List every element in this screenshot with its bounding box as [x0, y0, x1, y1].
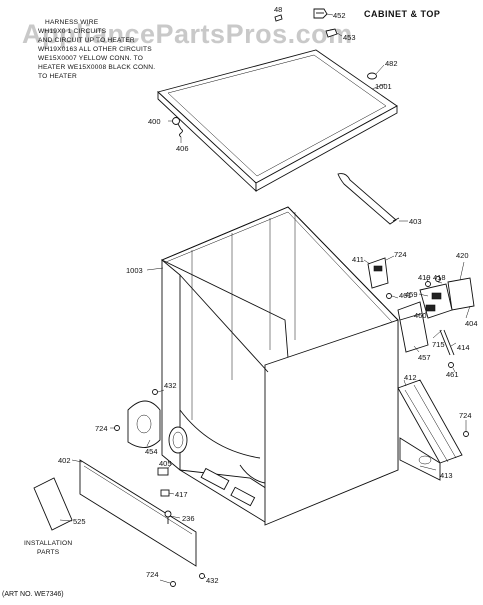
- screw-461a-part: [386, 293, 392, 299]
- clip-452-part: [313, 8, 328, 19]
- installation-label-line: PARTS: [37, 549, 60, 556]
- harness-note-line: HARNESS WIRE: [45, 19, 99, 26]
- callout-420: 420: [456, 251, 469, 260]
- screw-724-right-part: [463, 431, 469, 437]
- callout-403: 403: [409, 217, 422, 226]
- callout-418: 418: [433, 273, 446, 282]
- bracket-457-part: [397, 301, 429, 353]
- installation-bag-525-part: [33, 477, 73, 531]
- harness-note-line: TO HEATER: [38, 73, 77, 80]
- heater-housing-412-part: [397, 379, 463, 464]
- callout-724-right: 724: [459, 411, 472, 420]
- gasket-403-part: [337, 173, 400, 225]
- callout-724-left: 724: [95, 424, 108, 433]
- installation-label-line: INSTALLATION: [24, 540, 72, 547]
- screw-432-bottom-part: [199, 573, 205, 579]
- cabinet-body-part: [160, 206, 399, 526]
- callout-482: 482: [385, 59, 398, 68]
- callout-432-bottom: 432: [206, 576, 219, 585]
- callout-459: 459: [405, 290, 418, 299]
- leader-lines: [59, 13, 471, 584]
- terminal-block-411-part: [367, 257, 389, 289]
- callout-461-lower: 461: [446, 370, 459, 379]
- callout-414: 414: [457, 343, 470, 352]
- callout-461-upper: 461: [399, 291, 412, 300]
- callout-411: 411: [352, 255, 364, 264]
- art-number: (ART NO. WE7346): [2, 591, 64, 598]
- section-title: CABINET & TOP: [364, 9, 440, 19]
- callout-236: 236: [182, 514, 195, 523]
- callout-406: 406: [176, 144, 189, 153]
- callout-413: 413: [440, 471, 453, 480]
- clip-417-part: [160, 489, 170, 497]
- callout-402: 402: [58, 456, 71, 465]
- callout-419: 419: [418, 273, 431, 282]
- callout-724-bottom: 724: [146, 570, 159, 579]
- callout-400: 400: [148, 117, 161, 126]
- spring-406-part: [179, 128, 183, 138]
- callout-404: 404: [465, 319, 478, 328]
- clip-453-part: [325, 28, 338, 38]
- callout-48: 48: [274, 5, 282, 14]
- harness-note-line: WE15X0007 YELLOW CONN. TO: [38, 55, 143, 62]
- screw-724-left-part: [114, 425, 120, 431]
- harness-note-line: WH19X0 1 CIRCUITS: [38, 28, 107, 35]
- callout-1003: 1003: [126, 266, 143, 275]
- harness-note: HARNESS WIRE WH19X0 1 CIRCUITS AND CIRCU…: [38, 19, 155, 80]
- clip-48-part: [274, 14, 283, 22]
- thermostat-assembly-part: [419, 276, 453, 319]
- callout-labels: 452 453 48 482 1001 400 406 403 1003 411…: [58, 5, 478, 585]
- callout-417: 417: [175, 490, 188, 499]
- callout-405: 405: [159, 459, 172, 468]
- callout-457: 457: [418, 353, 431, 362]
- screw-400-part: [172, 117, 182, 130]
- cabinet-top-part: [157, 49, 398, 193]
- callout-412: 412: [404, 373, 417, 382]
- callout-452: 452: [333, 11, 346, 20]
- foot-236-part: [164, 510, 172, 524]
- harness-note-line: HEATER WE15X0008 BLACK CONN.: [38, 64, 155, 71]
- callout-715: 715: [432, 340, 445, 349]
- harness-note-line: WH19X0163 ALL OTHER CIRCUITS: [38, 46, 152, 53]
- callout-454: 454: [145, 447, 158, 456]
- callout-453: 453: [343, 33, 356, 42]
- watermark-text: AppliancePartsPros.com: [22, 19, 353, 49]
- bumper-482-part: [367, 72, 377, 80]
- screw-724-bottom-part: [170, 581, 176, 587]
- screw-432-upper-part: [152, 389, 158, 395]
- blower-454-part: [127, 400, 161, 448]
- toe-kick-402-part: [79, 459, 197, 567]
- latch-405-part: [157, 467, 169, 476]
- callout-432-upper: 432: [164, 381, 177, 390]
- callout-1001: 1001: [375, 82, 392, 91]
- callout-525: 525: [73, 517, 86, 526]
- callout-460: 460: [414, 311, 427, 320]
- screw-461b-part: [448, 362, 454, 368]
- harness-note-line: AND CIRCUIT UP TO HEATER: [38, 37, 135, 44]
- strap-414-part: [439, 329, 455, 356]
- heater-413-part: [399, 437, 441, 481]
- callout-724-top: 724: [394, 250, 407, 259]
- bracket-420-part: [447, 277, 475, 311]
